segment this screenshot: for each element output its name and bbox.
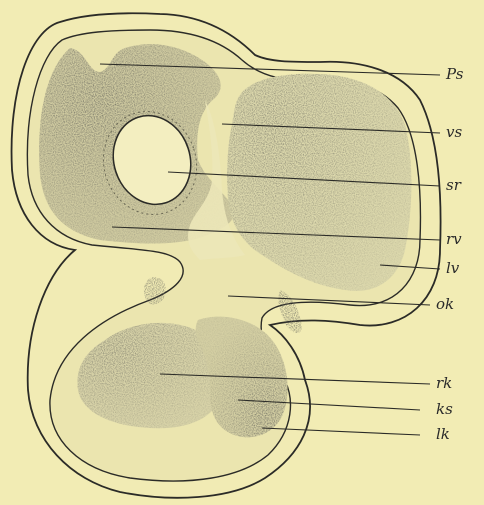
label-rk: rk bbox=[436, 376, 452, 391]
label-vs: vs bbox=[446, 125, 462, 140]
label-ps: Ps bbox=[446, 67, 463, 82]
label-lk: lk bbox=[436, 427, 450, 442]
label-ok: ok bbox=[436, 297, 454, 312]
label-lv: lv bbox=[446, 261, 459, 276]
label-sr: sr bbox=[446, 178, 461, 193]
label-rv: rv bbox=[446, 232, 462, 247]
label-ks: ks bbox=[436, 402, 453, 417]
